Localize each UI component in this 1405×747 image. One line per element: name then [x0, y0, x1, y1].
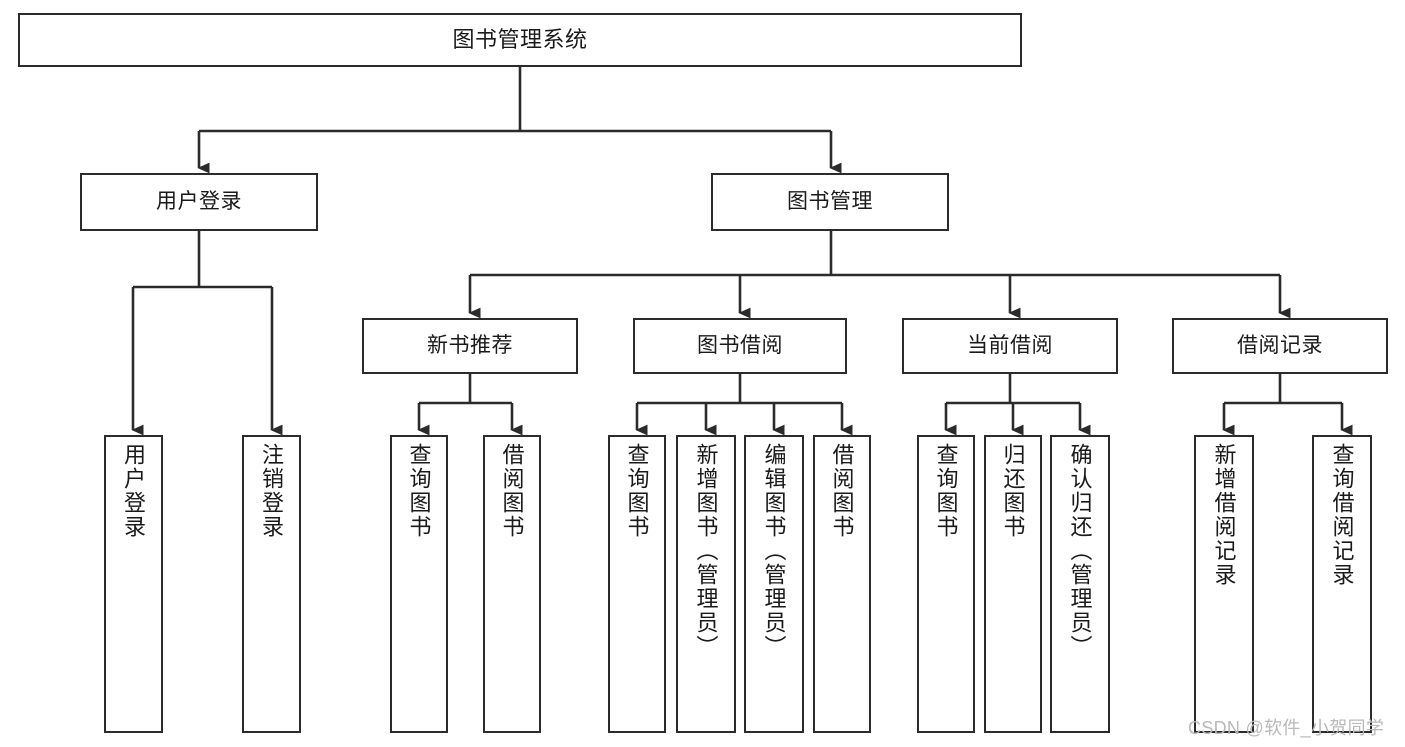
node-label: 确认归还（管理员） — [1067, 443, 1093, 659]
node-book-manage[interactable]: 图书管理 — [711, 173, 949, 231]
node-label: 查询图书 — [624, 443, 650, 539]
node-root-system[interactable]: 图书管理系统 — [18, 13, 1022, 67]
node-leaf-add-record[interactable]: 新增借阅记录 — [1194, 435, 1254, 733]
node-label: 当前借阅 — [967, 333, 1053, 357]
node-leaf-query-record[interactable]: 查询借阅记录 — [1312, 435, 1372, 733]
node-current-borrow[interactable]: 当前借阅 — [902, 318, 1118, 374]
node-leaf-query-book-1[interactable]: 查询图书 — [390, 435, 448, 733]
node-label: 查询图书 — [933, 443, 959, 539]
node-leaf-borrow-book-2[interactable]: 借阅图书 — [813, 435, 871, 733]
node-label: 借阅记录 — [1237, 333, 1323, 357]
node-label: 查询图书 — [406, 443, 432, 539]
node-label: 图书借阅 — [697, 333, 783, 357]
node-label: 新增借阅记录 — [1211, 443, 1237, 587]
node-label: 图书管理系统 — [452, 27, 588, 53]
node-leaf-user-login[interactable]: 用户登录 — [104, 435, 163, 733]
node-new-book-recommend[interactable]: 新书推荐 — [362, 318, 578, 374]
node-label: 新增图书（管理员） — [693, 443, 719, 659]
watermark-credit: CSDN @软件_小贺同学 — [1188, 718, 1385, 738]
node-leaf-query-book-2[interactable]: 查询图书 — [608, 435, 666, 733]
node-label: 查询借阅记录 — [1329, 443, 1355, 587]
node-label: 归还图书 — [1000, 443, 1026, 539]
node-label: 新书推荐 — [427, 333, 513, 357]
node-leaf-edit-book[interactable]: 编辑图书（管理员） — [744, 435, 804, 733]
node-label: 编辑图书（管理员） — [761, 443, 787, 659]
node-label: 图书管理 — [787, 189, 873, 213]
node-label: 注销登录 — [259, 443, 285, 539]
node-leaf-user-logout[interactable]: 注销登录 — [242, 435, 301, 733]
node-leaf-return-book[interactable]: 归还图书 — [984, 435, 1042, 733]
node-leaf-confirm-return[interactable]: 确认归还（管理员） — [1050, 435, 1110, 733]
node-label: 借阅图书 — [499, 443, 525, 539]
node-label: 用户登录 — [156, 189, 242, 213]
node-leaf-query-book-3[interactable]: 查询图书 — [917, 435, 975, 733]
node-label: 用户登录 — [121, 443, 147, 539]
node-user-login[interactable]: 用户登录 — [80, 173, 318, 231]
node-borrow-record[interactable]: 借阅记录 — [1172, 318, 1388, 374]
node-book-borrow[interactable]: 图书借阅 — [633, 318, 847, 374]
node-leaf-add-book[interactable]: 新增图书（管理员） — [676, 435, 736, 733]
node-leaf-borrow-book-1[interactable]: 借阅图书 — [483, 435, 541, 733]
node-label: 借阅图书 — [829, 443, 855, 539]
